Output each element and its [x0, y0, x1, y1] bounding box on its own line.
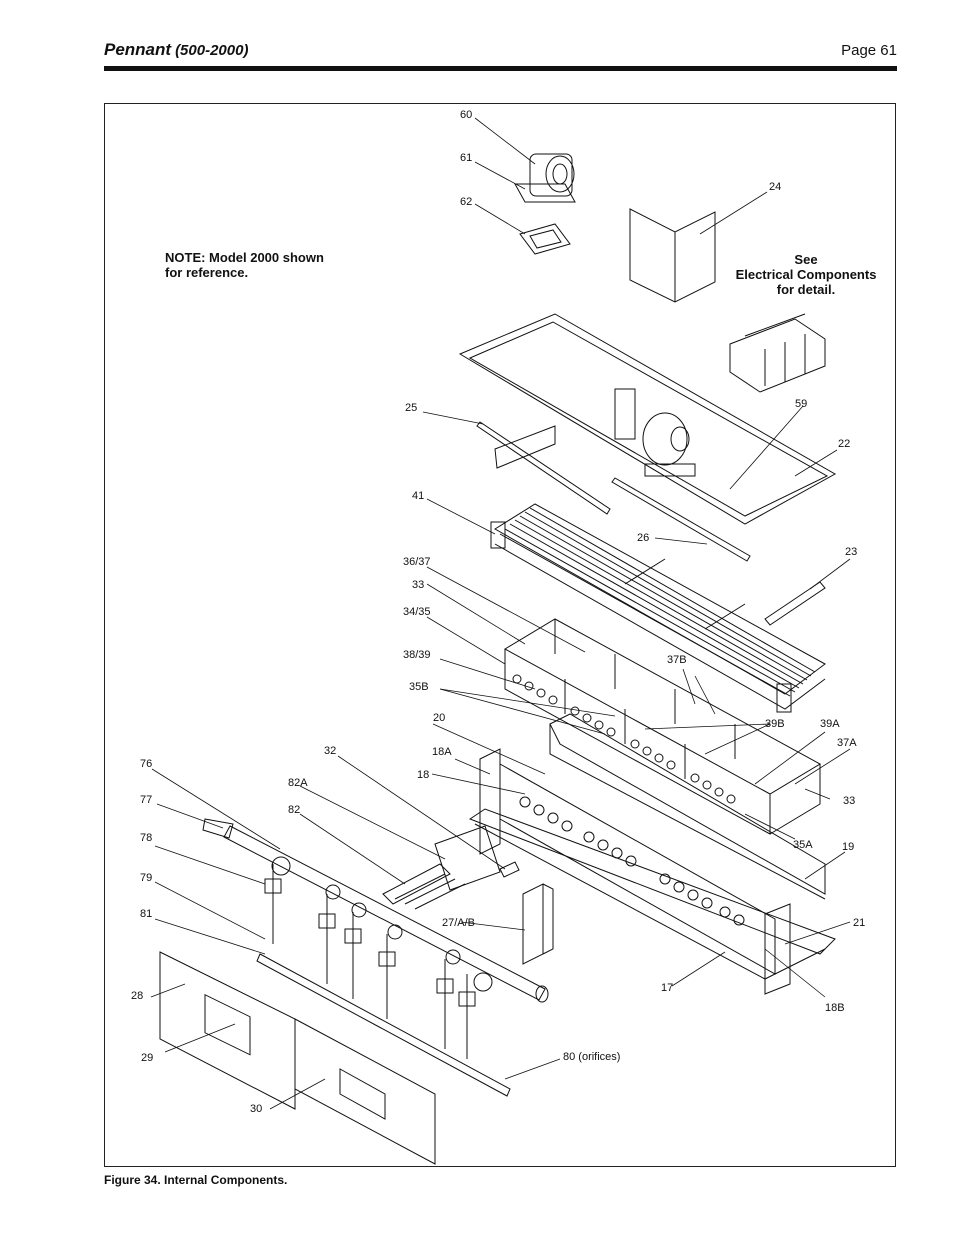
callout-label: 81	[140, 908, 153, 920]
rail-26	[611, 477, 751, 562]
callout-label: 34/35	[403, 606, 431, 618]
callout-label: 22	[838, 438, 851, 450]
callout-label: 23	[845, 546, 858, 558]
blower-gasket	[519, 223, 571, 255]
see-electrical-note: See Electrical Components for detail.	[735, 252, 877, 297]
top-plate-22	[458, 313, 837, 525]
callout-label: 17	[661, 982, 674, 994]
callout-label: 60	[460, 109, 473, 121]
callout-label: 35A	[793, 839, 813, 851]
brand-title: Pennant(500-2000)	[104, 40, 249, 59]
callout-label: 77	[140, 794, 153, 806]
gas-valves	[264, 856, 493, 1059]
burner-holes	[512, 674, 736, 804]
callout-label: 82	[288, 804, 301, 816]
heat-exchanger-41	[490, 503, 826, 713]
callout-label: 76	[140, 758, 153, 770]
callout-label: 37A	[837, 737, 857, 749]
callout-label: 38/39	[403, 649, 431, 661]
callout-label: 80 (orifices)	[563, 1051, 621, 1063]
callout-label: 39A	[820, 718, 840, 730]
gas-manifold-76	[202, 818, 549, 1003]
model-note: NOTE: Model 2000 shown for reference.	[165, 250, 324, 280]
callout-label: 41	[412, 490, 425, 502]
callout-label: 36/37	[403, 556, 431, 568]
callout-label: 61	[460, 152, 473, 164]
burner-manifold-81	[256, 953, 511, 1097]
callout-label: 33	[412, 579, 425, 591]
callout-label: 24	[769, 181, 782, 193]
callout-label: 62	[460, 196, 473, 208]
callout-label: 20	[433, 712, 446, 724]
gasket-23	[764, 581, 826, 626]
callout-label: 25	[405, 402, 418, 414]
callout-label: 29	[141, 1052, 154, 1064]
front-panels	[159, 951, 436, 1165]
callout-label: 39B	[765, 718, 785, 730]
callout-label: 19	[842, 841, 855, 853]
callout-label: 35B	[409, 681, 429, 693]
callout-label: 26	[637, 532, 650, 544]
orifice-plate-82a	[434, 825, 501, 891]
page-number: Page 61	[841, 42, 897, 59]
callout-label: 32	[324, 745, 337, 757]
orifice-tubes-82	[382, 863, 466, 910]
side-panel-24	[629, 208, 716, 303]
callout-label: 30	[250, 1103, 263, 1115]
callout-label: 21	[853, 917, 866, 929]
callout-label: 18A	[432, 746, 452, 758]
callout-label: 82A	[288, 777, 308, 789]
model-range: (500-2000)	[175, 42, 249, 59]
callout-label: 37B	[667, 654, 687, 666]
bracket-27	[522, 883, 554, 965]
sensor-32	[499, 861, 520, 878]
figure-caption: Figure 34. Internal Components.	[104, 1173, 288, 1187]
callout-label: 18	[417, 769, 430, 781]
base-frame	[468, 713, 836, 995]
bracket-25b	[494, 425, 556, 469]
electrical-box	[729, 313, 826, 393]
header-rule	[104, 66, 897, 71]
callout-label: 33	[843, 795, 856, 807]
page-header: Pennant(500-2000) Page 61	[104, 38, 897, 66]
rail-25	[476, 421, 611, 515]
figure-frame: NOTE: Model 2000 shown for reference. Se…	[104, 103, 896, 1167]
callout-label: 18B	[825, 1002, 845, 1014]
callout-label: 27/A/B	[442, 917, 476, 929]
callout-label: 78	[140, 832, 153, 844]
callout-label: 79	[140, 872, 153, 884]
exploded-diagram	[150, 117, 851, 1165]
callout-label: 59	[795, 398, 808, 410]
blower-assembly-top	[514, 153, 576, 203]
callout-label: 28	[131, 990, 144, 1002]
